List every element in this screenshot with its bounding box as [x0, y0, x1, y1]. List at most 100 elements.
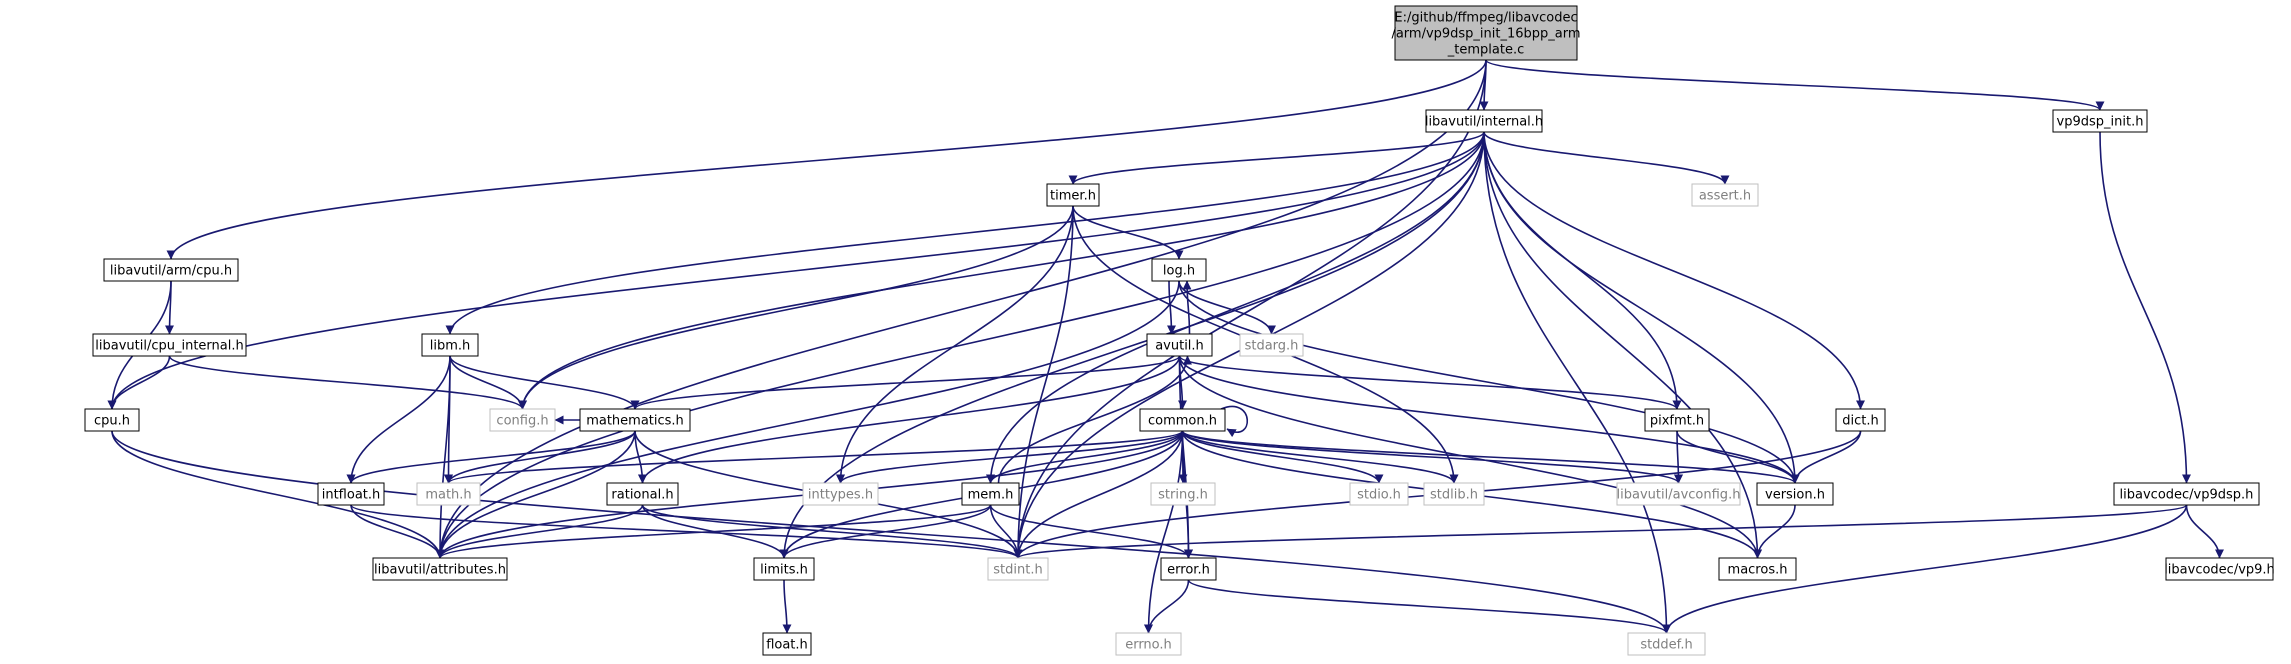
node-box [1046, 183, 1100, 207]
edge-vp9dsp-to-vp9 [2185, 504, 2224, 559]
edge-internal-to-mem [986, 131, 1485, 484]
node-root[interactable]: E:/github/ffmpeg/libavcodec/arm/vp9dsp_i… [1391, 5, 1581, 61]
edge-log-to-avutil [1166, 280, 1176, 335]
node-mathematics[interactable]: mathematics.h [579, 408, 691, 432]
edge-mathematics-to-rational [634, 430, 647, 484]
edge-limits-to-float [782, 579, 792, 634]
node-avutil[interactable]: avutil.h [1146, 333, 1213, 357]
edge-error-to-stddef [1187, 579, 1671, 634]
edge-mathematics-to-math [444, 430, 636, 484]
node-label: _template.c [1447, 43, 1524, 58]
node-stdlib[interactable]: stdlib.h [1423, 482, 1485, 506]
node-log[interactable]: log.h [1151, 258, 1207, 282]
node-label: /arm/vp9dsp_init_16bpp_arm [1391, 27, 1580, 42]
node-box [84, 408, 140, 432]
edge-common-to-avconfig [1181, 430, 1683, 484]
node-float[interactable]: float.h [762, 632, 812, 656]
node-label: timer.h [1050, 189, 1096, 204]
node-arm-cpu[interactable]: libavutil/arm/cpu.h [103, 258, 239, 282]
node-vp9dsp-init[interactable]: vp9dsp_init.h [2052, 109, 2148, 133]
edge-internal-to-cpu [107, 131, 1485, 410]
node-label: macros.h [1728, 563, 1788, 578]
node-label: libavcodec/vp9dsp.h [2120, 488, 2254, 503]
node-limits[interactable]: limits.h [753, 557, 815, 581]
node-common[interactable]: common.h [1139, 408, 1226, 432]
edge-intfloat-to-attributes [350, 504, 445, 559]
node-box [1115, 632, 1182, 656]
edge-common-to-version [1181, 430, 1800, 484]
node-intfloat[interactable]: intfloat.h [317, 482, 385, 506]
node-box [317, 482, 385, 506]
node-errno[interactable]: errno.h [1115, 632, 1182, 656]
edge-timer-to-inttypes [836, 205, 1074, 484]
node-libm[interactable]: libm.h [421, 333, 479, 357]
edge-log-to-version [1178, 280, 1800, 484]
node-string[interactable]: string.h [1150, 482, 1216, 506]
node-label: float.h [766, 638, 808, 653]
node-box [1139, 408, 1226, 432]
node-label: inttypes.h [808, 488, 873, 503]
node-label: version.h [1765, 488, 1825, 503]
node-stdint[interactable]: stdint.h [987, 557, 1049, 581]
node-pixfmt[interactable]: pixfmt.h [1644, 408, 1710, 432]
edge-internal-to-assert [1483, 131, 1730, 185]
node-stdio[interactable]: stdio.h [1349, 482, 1409, 506]
edge-libm-to-attributes [435, 355, 451, 559]
node-avconfig[interactable]: libavutil/avconfig.h [1616, 482, 1741, 506]
node-label: mem.h [968, 488, 1014, 503]
node-box [1349, 482, 1409, 506]
edge-pixfmt-to-avconfig [1673, 430, 1683, 484]
node-mem[interactable]: mem.h [961, 482, 1020, 506]
edge-libm-to-intfloat [346, 355, 451, 484]
node-stdarg[interactable]: stdarg.h [1239, 333, 1304, 357]
node-config[interactable]: config.h [489, 408, 556, 432]
node-label: common.h [1148, 414, 1217, 429]
node-label: libavutil/avconfig.h [1617, 488, 1741, 503]
edge-version-to-macros [1753, 504, 1796, 559]
edge-mathematics-to-intfloat [346, 430, 636, 484]
node-label: stdio.h [1357, 488, 1401, 503]
node-box [2113, 482, 2260, 506]
node-label: mathematics.h [586, 414, 684, 429]
node-internal[interactable]: libavutil/internal.h [1425, 109, 1543, 133]
node-label: libavutil/internal.h [1425, 115, 1543, 130]
edge-log-to-attributes [435, 280, 1180, 559]
node-box [1425, 109, 1543, 133]
edge-internal-to-libm [445, 131, 1485, 335]
edge-rational-to-attributes [435, 504, 644, 559]
node-cpu-internal[interactable]: libavutil/cpu_internal.h [92, 333, 247, 357]
node-dict[interactable]: dict.h [1835, 408, 1886, 432]
edge-root-to-stdint [1013, 59, 1487, 559]
node-box [1423, 482, 1485, 506]
node-label: libavutil/cpu_internal.h [95, 339, 243, 354]
node-macros[interactable]: macros.h [1718, 557, 1797, 581]
node-box [1394, 5, 1578, 61]
edge-common-to-stdlib [1181, 430, 1459, 484]
node-box [1718, 557, 1797, 581]
node-vp9[interactable]: libavcodec/vp9.h [2164, 557, 2275, 581]
edge-pixfmt-to-version [1676, 430, 1800, 484]
node-label: cpu.h [94, 414, 130, 429]
node-box [987, 557, 1049, 581]
edge-internal-to-limits [779, 131, 1485, 559]
node-box [579, 408, 691, 432]
node-rational[interactable]: rational.h [606, 482, 679, 506]
node-inttypes[interactable]: inttypes.h [802, 482, 879, 506]
node-label: libavutil/attributes.h [374, 563, 506, 578]
node-stddef[interactable]: stddef.h [1627, 632, 1706, 656]
node-timer[interactable]: timer.h [1046, 183, 1100, 207]
node-box [92, 333, 247, 357]
node-cpu[interactable]: cpu.h [84, 408, 140, 432]
node-attributes[interactable]: libavutil/attributes.h [372, 557, 508, 581]
edge-log-to-stdarg [1178, 280, 1276, 335]
node-label: intfloat.h [322, 488, 381, 503]
node-assert[interactable]: assert.h [1691, 183, 1759, 207]
edge-internal-to-config [518, 131, 1485, 410]
node-vp9dsp[interactable]: libavcodec/vp9dsp.h [2113, 482, 2260, 506]
node-math[interactable]: math.h [416, 482, 481, 506]
node-error[interactable]: error.h [1160, 557, 1217, 581]
node-label: config.h [496, 414, 548, 429]
edge-internal-to-dict [1483, 131, 1865, 410]
node-version[interactable]: version.h [1756, 482, 1834, 506]
